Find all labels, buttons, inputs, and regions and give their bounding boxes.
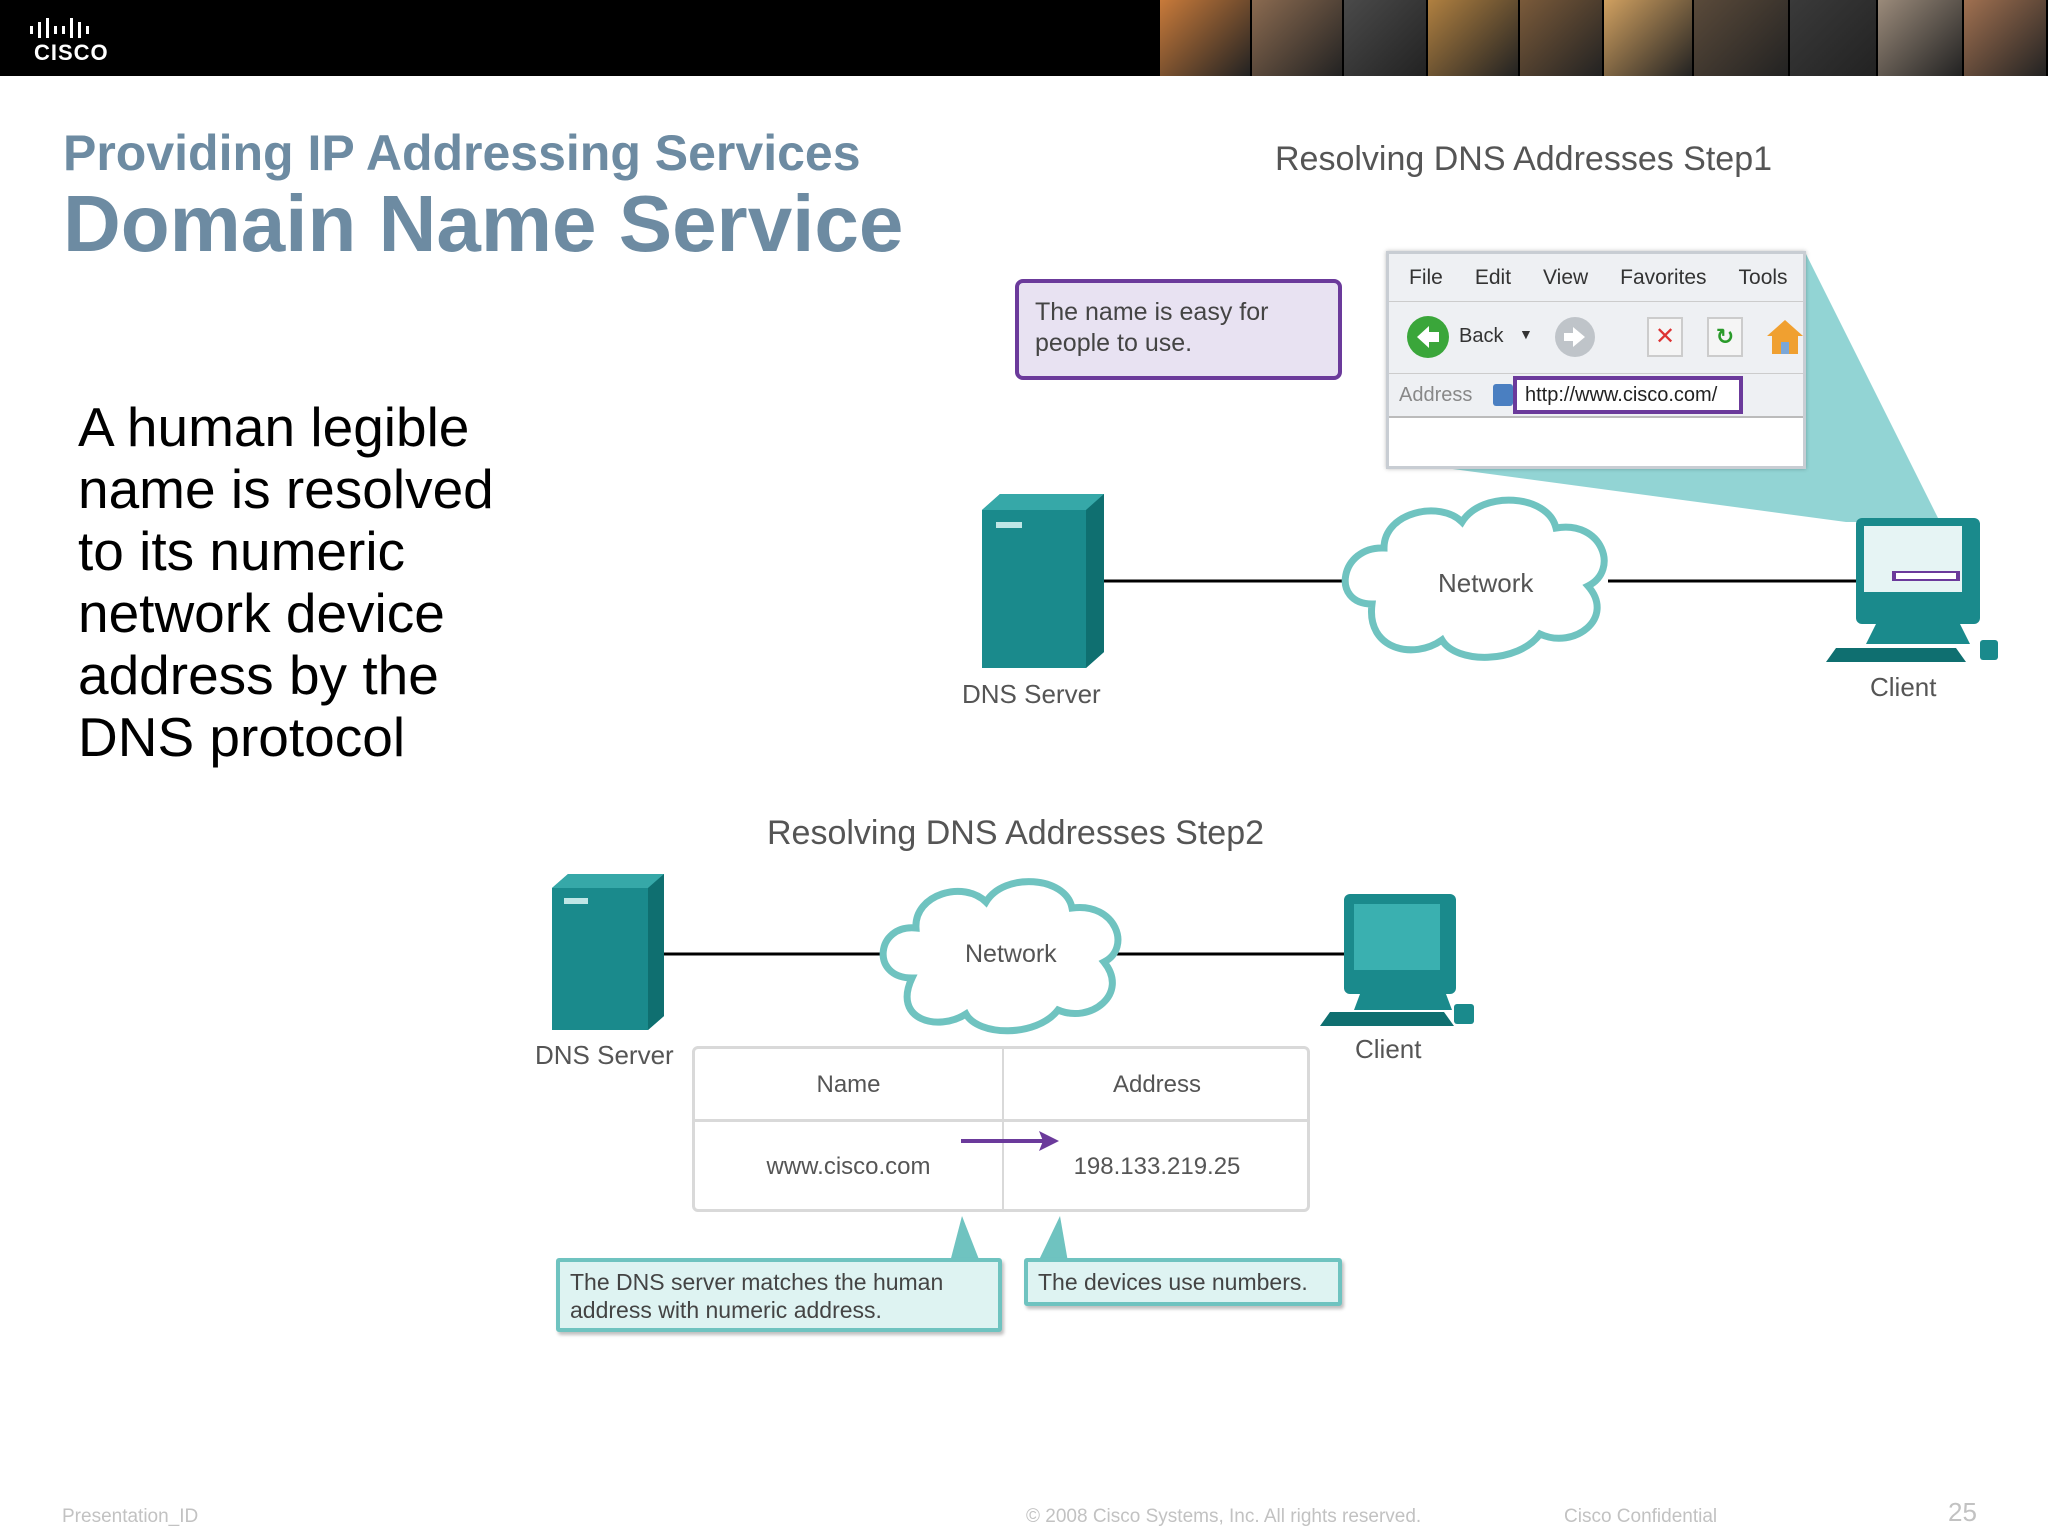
browser-menu-bar: File Edit View Favorites Tools — [1389, 254, 1803, 302]
back-dropdown-icon[interactable]: ▼ — [1519, 326, 1533, 342]
header-photo — [1694, 0, 1790, 76]
step1-client-label: Client — [1870, 672, 1937, 702]
step2-server-label: DNS Server — [535, 1040, 674, 1070]
back-arrow-icon[interactable] — [1407, 316, 1449, 358]
step1-dns-server-icon — [982, 494, 1104, 668]
menu-file[interactable]: File — [1409, 265, 1443, 289]
header-photo — [1252, 0, 1344, 76]
table-divider-vertical — [1002, 1049, 1004, 1209]
table-header-name: Name — [816, 1071, 881, 1098]
browser-toolbar: Back ▼ ✕ ↻ — [1389, 302, 1803, 374]
step2-callout-left: The DNS server matches the human address… — [556, 1258, 1002, 1332]
menu-tools[interactable]: Tools — [1738, 265, 1788, 289]
dns-table: Name Address www.cisco.com 198.133.219.2… — [692, 1046, 1310, 1212]
body-text: A human legible name is resolved to its … — [78, 396, 494, 768]
header-photo — [1878, 0, 1964, 76]
header-bar: CISCO — [0, 0, 2048, 76]
browser-window: File Edit View Favorites Tools Back ▼ ✕ … — [1386, 251, 1806, 469]
footer-copyright: © 2008 Cisco Systems, Inc. All rights re… — [1026, 1506, 1422, 1527]
step2-network-label: Network — [965, 940, 1057, 968]
footer-presentation-id: Presentation_ID — [62, 1506, 199, 1527]
header-photo — [1790, 0, 1878, 76]
back-button-label[interactable]: Back — [1459, 325, 1504, 347]
step1-client-computer-icon — [1826, 518, 1998, 662]
forward-arrow-icon[interactable] — [1555, 317, 1595, 357]
left-callout-pointer — [950, 1216, 980, 1262]
mapping-arrow-icon — [961, 1131, 1059, 1151]
stop-icon[interactable]: ✕ — [1647, 317, 1683, 357]
step2-client-label: Client — [1355, 1034, 1422, 1064]
menu-view[interactable]: View — [1543, 265, 1589, 289]
table-divider-horizontal — [695, 1119, 1307, 1122]
slide-title: Domain Name Service — [63, 179, 904, 268]
header-photo — [1604, 0, 1694, 76]
right-callout-pointer — [1038, 1216, 1068, 1262]
step1-network-label: Network — [1438, 568, 1534, 598]
slide-subtitle: Providing IP Addressing Services — [63, 125, 861, 181]
header-photo — [1520, 0, 1604, 76]
step1-callout: The name is easy for people to use. — [1015, 279, 1342, 380]
footer-confidential: Cisco Confidential — [1564, 1506, 1718, 1527]
step2-callout-right: The devices use numbers. — [1024, 1258, 1342, 1306]
header-photo — [1428, 0, 1520, 76]
browser-address-bar: Address http://www.cisco.com/ — [1389, 374, 1803, 418]
step1-server-label: DNS Server — [962, 679, 1101, 709]
header-photo — [1160, 0, 1252, 76]
menu-edit[interactable]: Edit — [1474, 265, 1512, 289]
page-icon — [1493, 384, 1513, 406]
header-photo — [1964, 0, 2048, 76]
step2-title: Resolving DNS Addresses Step2 — [767, 814, 1265, 852]
refresh-icon[interactable]: ↻ — [1707, 317, 1743, 357]
cisco-logo: CISCO — [28, 12, 128, 65]
table-cell-name: www.cisco.com — [766, 1153, 931, 1180]
page-number: 25 — [1948, 1497, 1977, 1527]
cisco-wordmark: CISCO — [34, 40, 109, 65]
header-photo-strip — [1160, 0, 2048, 76]
home-icon[interactable] — [1765, 318, 1805, 356]
step2-client-computer-icon — [1320, 894, 1474, 1026]
header-photo — [1344, 0, 1428, 76]
table-cell-address: 198.133.219.25 — [1073, 1153, 1241, 1180]
address-label: Address — [1399, 384, 1473, 406]
step2-dns-server-icon — [552, 874, 664, 1030]
table-header-address: Address — [1112, 1071, 1202, 1098]
step1-title: Resolving DNS Addresses Step1 — [1275, 140, 1773, 178]
url-input[interactable]: http://www.cisco.com/ — [1513, 376, 1743, 414]
menu-favorites[interactable]: Favorites — [1620, 265, 1707, 289]
cisco-bars-icon — [30, 18, 89, 38]
